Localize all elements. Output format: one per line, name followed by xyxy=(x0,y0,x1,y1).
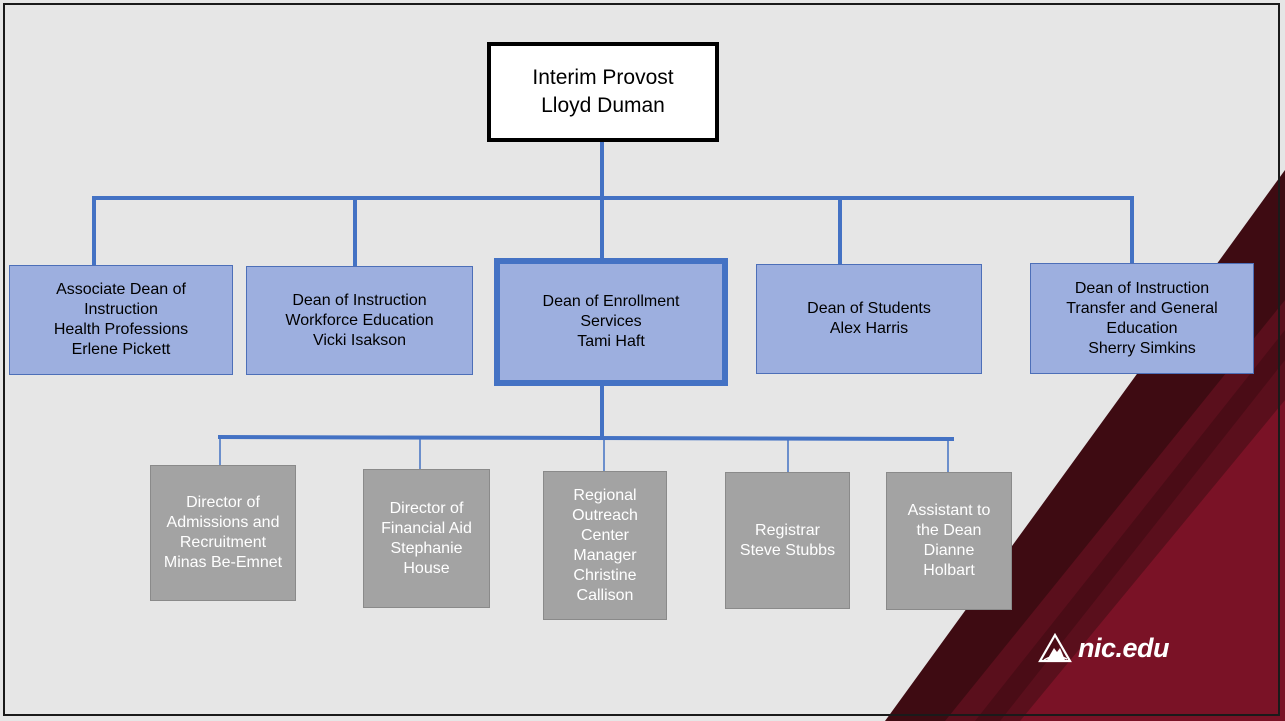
decor-band-thin xyxy=(975,330,1285,721)
report-box-admissions: Director of Admissions and Recruitment M… xyxy=(150,465,296,601)
decor-band-light xyxy=(1020,400,1285,721)
dean-box-text: Associate Dean of Instruction Health Pro… xyxy=(54,280,188,360)
dean-box-students: Dean of Students Alex Harris xyxy=(756,264,982,374)
report-box-text: Director of Admissions and Recruitment M… xyxy=(164,493,282,573)
interim-provost-text: Interim Provost Lloyd Duman xyxy=(532,64,673,120)
report-1-line-3: Recruitment xyxy=(179,534,267,551)
report-box-text: Registrar Steve Stubbs xyxy=(740,521,835,561)
logo-text: nic.edu xyxy=(1078,632,1170,663)
dean-3-line-1: Dean of Enrollment xyxy=(542,293,680,310)
report-bus xyxy=(217,435,955,441)
dean-5-line-2: Transfer and General xyxy=(1066,299,1218,317)
report-box-text: Director of Financial Aid Stephanie Hous… xyxy=(381,499,472,579)
report-2-line-2: Financial Aid xyxy=(381,519,472,537)
dean-box-text: Dean of Instruction Transfer and General… xyxy=(1066,279,1217,359)
report-box-text: Regional Outreach Center Manager Christi… xyxy=(572,486,638,606)
report-5-line-2: the Dean xyxy=(916,522,982,539)
dean-box-text: Dean of Instruction Workforce Education … xyxy=(285,291,433,351)
report-box-registrar: Registrar Steve Stubbs xyxy=(725,472,850,609)
report-3-line-4: Manager xyxy=(573,546,637,564)
mountain-triangle-logo-icon xyxy=(1038,633,1072,663)
dean-2-line-1: Dean of Instruction xyxy=(292,291,427,309)
report-4-line-1: Registrar xyxy=(755,521,820,539)
dean-1-line-3: Health Professions xyxy=(53,321,189,338)
dean-2-line-3: Vicki Isakson xyxy=(312,331,407,349)
report-box-financial-aid: Director of Financial Aid Stephanie Hous… xyxy=(363,469,490,608)
dean-box-transfer-general-education: Dean of Instruction Transfer and General… xyxy=(1030,263,1254,374)
dean-2-line-2: Workforce Education xyxy=(285,311,434,329)
report-1-line-2: Admissions and xyxy=(166,514,280,531)
dean-box-health-professions: Associate Dean of Instruction Health Pro… xyxy=(9,265,233,375)
dean-box-text: Dean of Students Alex Harris xyxy=(807,299,931,339)
report-box-text: Assistant to the Dean Dianne Holbart xyxy=(908,501,991,581)
provost-title: Interim Provost xyxy=(532,66,674,89)
dean-box-workforce-education: Dean of Instruction Workforce Education … xyxy=(246,266,473,375)
upper-connectors xyxy=(92,141,1134,441)
dean-box-enrollment-services: Dean of Enrollment Services Tami Haft xyxy=(494,258,728,386)
dean-4-line-2: Alex Harris xyxy=(829,320,909,337)
dean-1-line-1: Associate Dean of xyxy=(56,281,186,298)
report-2-line-3: Stephanie xyxy=(390,539,463,557)
report-box-regional-outreach: Regional Outreach Center Manager Christi… xyxy=(543,471,667,620)
dean-box-text: Dean of Enrollment Services Tami Haft xyxy=(543,292,680,352)
nic-edu-logo: nic.edu xyxy=(1038,628,1208,668)
dean-5-line-1: Dean of Instruction xyxy=(1074,279,1210,297)
report-5-line-1: Assistant to xyxy=(907,502,991,519)
report-3-line-5: Christine xyxy=(573,566,637,584)
dean-3-line-3: Tami Haft xyxy=(577,333,645,350)
report-3-line-2: Outreach xyxy=(572,506,638,524)
dean-5-line-4: Sherry Simkins xyxy=(1088,339,1196,357)
report-5-line-3: Dianne xyxy=(923,542,975,559)
report-3-line-6: Callison xyxy=(576,586,634,604)
interim-provost-box: Interim Provost Lloyd Duman xyxy=(487,42,719,142)
dean-1-line-4: Erlene Pickett xyxy=(71,341,171,358)
dean-4-line-1: Dean of Students xyxy=(807,300,931,317)
dean-1-line-2: Instruction xyxy=(84,301,158,318)
report-1-line-4: Minas Be-Emnet xyxy=(163,554,283,571)
report-1-line-1: Director of xyxy=(186,494,260,511)
report-4-line-2: Steve Stubbs xyxy=(739,541,836,559)
report-2-line-4: House xyxy=(403,559,450,577)
report-connectors xyxy=(219,437,949,472)
report-box-assistant-to-dean: Assistant to the Dean Dianne Holbart xyxy=(886,472,1012,610)
report-5-line-4: Holbart xyxy=(923,562,975,579)
report-2-line-1: Director of xyxy=(389,499,464,517)
dean-5-line-3: Education xyxy=(1106,319,1178,337)
provost-name: Lloyd Duman xyxy=(541,94,665,117)
report-3-line-3: Center xyxy=(580,526,630,544)
dean-3-line-2: Services xyxy=(580,313,642,330)
report-3-line-1: Regional xyxy=(573,486,637,504)
